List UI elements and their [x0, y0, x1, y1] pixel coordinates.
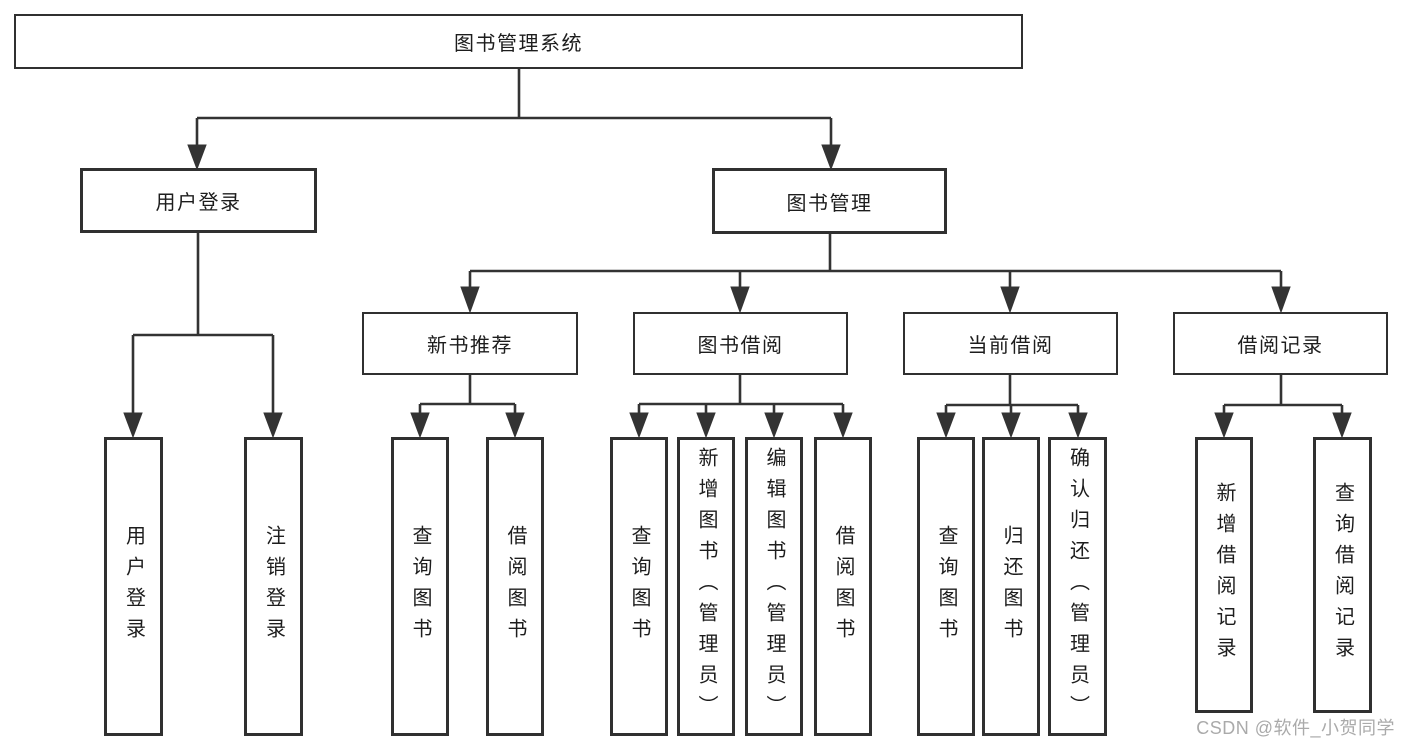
node-book-management-label: 图书管理	[786, 192, 873, 215]
csdn-watermark: CSDN @软件_小贺同学	[1196, 718, 1395, 738]
node-current-borrow: 当前借阅	[903, 312, 1118, 375]
node-new-book-recommend-label: 新书推荐	[427, 335, 513, 357]
leaf-add-books-admin-label: 新增图书（管理员）	[695, 447, 717, 726]
leaf-query-books-recommend-label: 查询图书	[409, 524, 431, 649]
leaf-query-books-borrow: 查询图书	[610, 437, 668, 736]
leaf-confirm-return-admin: 确认归还（管理员）	[1048, 437, 1107, 736]
node-user-login: 用户登录	[80, 168, 317, 233]
leaf-logout: 注销登录	[244, 437, 303, 736]
leaf-return-books: 归还图书	[982, 437, 1040, 736]
leaf-add-books-admin: 新增图书（管理员）	[677, 437, 735, 736]
leaf-logout-label: 注销登录	[262, 524, 285, 649]
leaf-query-borrow-record: 查询借阅记录	[1313, 437, 1372, 713]
node-borrow-records: 借阅记录	[1173, 312, 1388, 375]
leaf-borrow-books-recommend-label: 借阅图书	[504, 524, 526, 649]
leaf-return-books-label: 归还图书	[1000, 524, 1022, 649]
node-new-book-recommend: 新书推荐	[362, 312, 578, 375]
leaf-user-login: 用户登录	[104, 437, 163, 736]
leaf-query-borrow-record-label: 查询借阅记录	[1331, 482, 1354, 668]
leaf-query-books-recommend: 查询图书	[391, 437, 449, 736]
leaf-add-borrow-record: 新增借阅记录	[1195, 437, 1253, 713]
node-root-label: 图书管理系统	[454, 33, 583, 55]
leaf-add-borrow-record-label: 新增借阅记录	[1213, 482, 1235, 668]
leaf-user-login-label: 用户登录	[122, 524, 145, 649]
leaf-borrow-books-recommend: 借阅图书	[486, 437, 544, 736]
leaf-query-books-current-label: 查询图书	[935, 524, 957, 649]
leaf-confirm-return-admin-label: 确认归还（管理员）	[1066, 447, 1089, 726]
leaf-borrow-books-borrow: 借阅图书	[814, 437, 872, 736]
leaf-query-books-current: 查询图书	[917, 437, 975, 736]
leaf-borrow-books-borrow-label: 借阅图书	[832, 524, 854, 649]
leaf-edit-books-admin-label: 编辑图书（管理员）	[763, 447, 785, 726]
node-current-borrow-label: 当前借阅	[967, 335, 1054, 357]
node-book-borrow-label: 图书借阅	[697, 335, 784, 357]
leaf-query-books-borrow-label: 查询图书	[628, 524, 650, 649]
node-book-borrow: 图书借阅	[633, 312, 848, 375]
node-book-management: 图书管理	[712, 168, 947, 234]
leaf-edit-books-admin: 编辑图书（管理员）	[745, 437, 803, 736]
node-user-login-label: 用户登录	[155, 192, 242, 214]
node-borrow-records-label: 借阅记录	[1237, 335, 1324, 357]
node-root: 图书管理系统	[14, 14, 1023, 69]
